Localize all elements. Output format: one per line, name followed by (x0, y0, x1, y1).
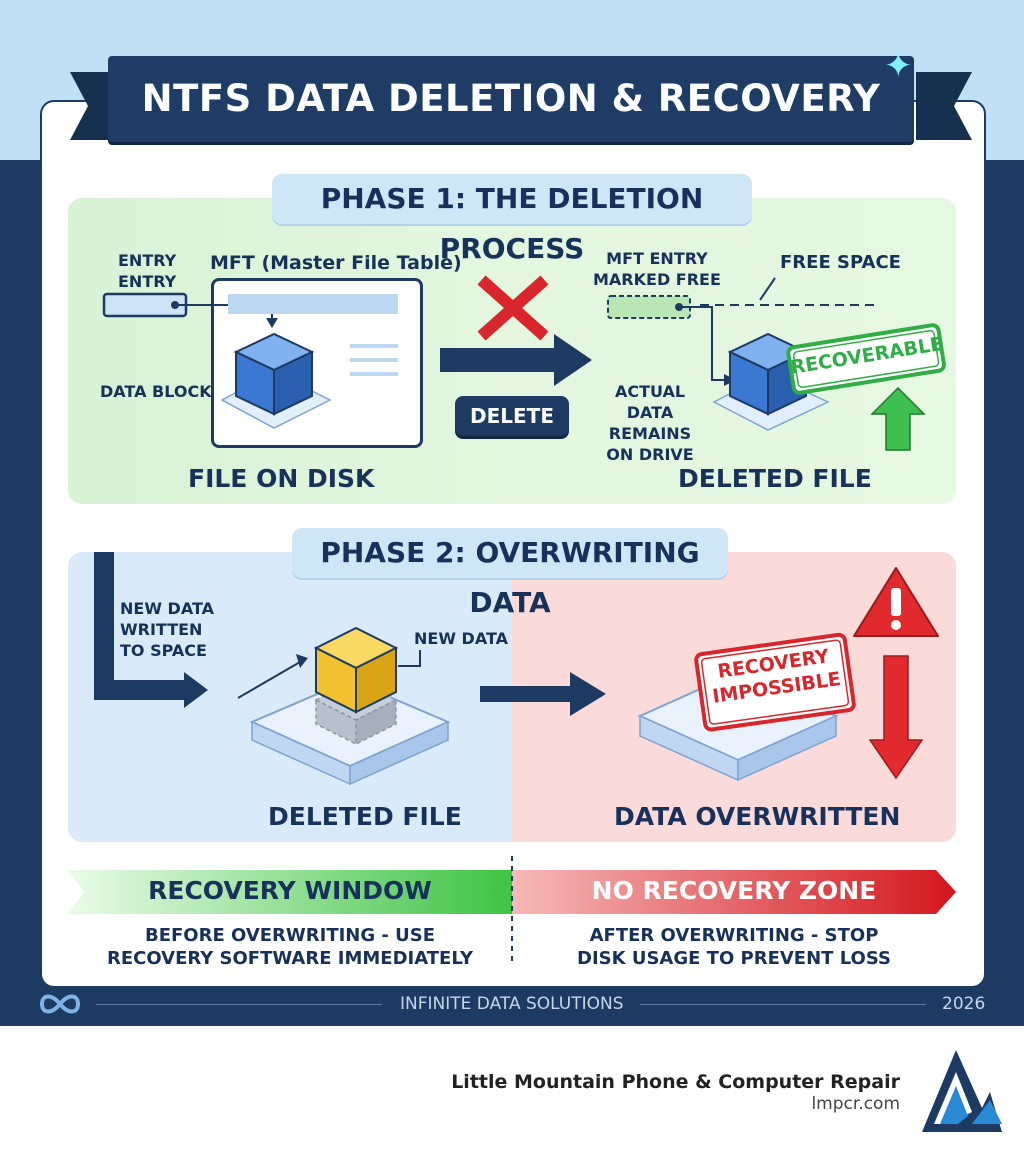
deleted-file-platform (249, 678, 451, 786)
sparkle-icon: ✦ (884, 46, 913, 86)
data-block-label: DATA BLOCK (100, 382, 212, 401)
recovery-window-bar (68, 870, 512, 914)
recovery-window-label: RECOVERY WINDOW (148, 876, 432, 905)
brand-logo-icon (922, 1050, 1002, 1132)
footer-year: 2026 (942, 994, 986, 1014)
recovery-window-note: BEFORE OVERWRITING - USE RECOVERY SOFTWA… (68, 924, 512, 970)
recovery-impossible-stamp (694, 632, 856, 732)
free-space-label: FREE SPACE (780, 252, 901, 273)
mft-entry-label-line1: MFT ENTRY (606, 249, 708, 268)
no-recovery-note-line2: DISK USAGE TO PREVENT LOSS (577, 948, 891, 969)
no-recovery-note-line1: AFTER OVERWRITING - STOP (589, 925, 879, 946)
recoverable-stamp (786, 323, 946, 395)
mft-entry-marked-free-label: MFT ENTRY MARKED FREE (593, 248, 721, 290)
infinity-logo-icon (39, 994, 81, 1014)
brand-background (0, 1026, 1024, 1154)
mft-entry-label-line2: MARKED FREE (593, 270, 721, 289)
overwrite-arrow (480, 672, 606, 716)
green-up-arrow (870, 386, 926, 451)
banner-tail-right (916, 72, 972, 140)
actual-data-label: ACTUAL DATA REMAINS ON DRIVE (594, 381, 706, 465)
phase2-heading: PHASE 2: OVERWRITING DATA (292, 528, 728, 619)
entry-label-line2: ENTRY (118, 272, 177, 291)
file-on-disk-label: FILE ON DISK (188, 464, 375, 493)
mft-label: MFT (Master File Table) (210, 252, 462, 274)
actual-data-line2: REMAINS (608, 424, 692, 443)
phase1-heading: PHASE 1: THE DELETION PROCESS (272, 174, 752, 265)
data-overwritten-label: DATA OVERWRITTEN (614, 802, 901, 831)
mft-header-bar (228, 294, 398, 314)
no-recovery-zone-label: NO RECOVERY ZONE (591, 876, 877, 905)
new-data-written-line2: WRITTEN (120, 620, 203, 639)
recovery-window-note-line2: RECOVERY SOFTWARE IMMEDIATELY (106, 948, 474, 969)
new-data-cube (313, 626, 399, 714)
footer-line-left (96, 1004, 382, 1005)
new-data-written-line1: NEW DATA (120, 599, 215, 618)
red-down-arrow (868, 655, 924, 780)
delete-arrow (440, 334, 592, 386)
footer-line-right (640, 1004, 926, 1005)
brand-name: Little Mountain Phone & Computer Repair (451, 1071, 900, 1093)
delete-x-icon (477, 275, 549, 341)
data-block-cube (220, 332, 332, 429)
deleted-file-label-phase1: DELETED FILE (678, 464, 872, 493)
recovery-window-note-line1: BEFORE OVERWRITING - USE (144, 925, 436, 946)
new-data-arrow (94, 552, 208, 708)
warning-icon (853, 567, 939, 637)
footer-company: INFINITE DATA SOLUTIONS (400, 994, 624, 1014)
no-recovery-note: AFTER OVERWRITING - STOP DISK USAGE TO P… (512, 924, 956, 970)
new-data-written-label: NEW DATA WRITTEN TO SPACE (120, 598, 214, 661)
actual-data-line1: ACTUAL DATA (614, 382, 686, 422)
no-recovery-zone-bar (512, 870, 956, 914)
brand-url[interactable]: lmpcr.com (811, 1094, 900, 1114)
new-data-label: NEW DATA (414, 629, 509, 648)
deleted-file-label-phase2: DELETED FILE (268, 802, 462, 831)
delete-button[interactable]: DELETE (455, 396, 569, 436)
entry-label-line1: ENTRY (118, 251, 177, 270)
actual-data-line3: ON DRIVE (606, 445, 694, 464)
delete-button-label: DELETE (470, 404, 554, 428)
entry-label: ENTRY ENTRY (118, 250, 176, 292)
new-data-written-line3: TO SPACE (120, 641, 207, 660)
